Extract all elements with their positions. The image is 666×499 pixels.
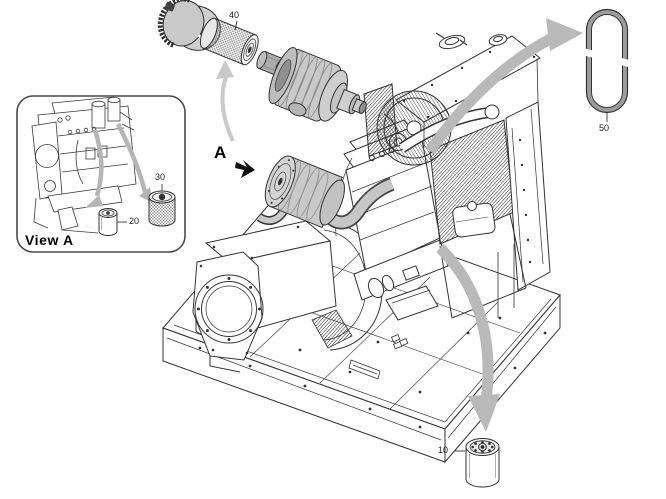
air-filter-exploded-drawing bbox=[157, 0, 367, 122]
filter-element-drawing bbox=[148, 190, 176, 227]
flow-arrows bbox=[216, 18, 583, 432]
engine-drawing bbox=[315, 113, 449, 301]
part-label-50: 50 bbox=[599, 123, 610, 133]
part-label-20: 20 bbox=[129, 216, 140, 226]
detail-marker-arrow-icon bbox=[235, 160, 255, 178]
view-a-arrows bbox=[85, 122, 153, 208]
belt-drawing bbox=[581, 8, 631, 114]
view-a-inset bbox=[16, 95, 186, 253]
oil-filter-drawing bbox=[465, 438, 500, 488]
part-label-30: 30 bbox=[155, 172, 166, 182]
detail-view-marker-a: A bbox=[214, 143, 227, 162]
view-a-engine-sketch bbox=[31, 96, 137, 234]
part-label-10: 10 bbox=[438, 445, 449, 455]
filter-cartridge-drawing bbox=[98, 208, 118, 236]
part-label-40: 40 bbox=[229, 10, 240, 20]
air-cleaner-drawing bbox=[256, 155, 345, 229]
view-a-title: View A bbox=[25, 232, 74, 248]
leader-lines bbox=[117, 20, 608, 452]
alternator-drawing bbox=[192, 220, 383, 373]
